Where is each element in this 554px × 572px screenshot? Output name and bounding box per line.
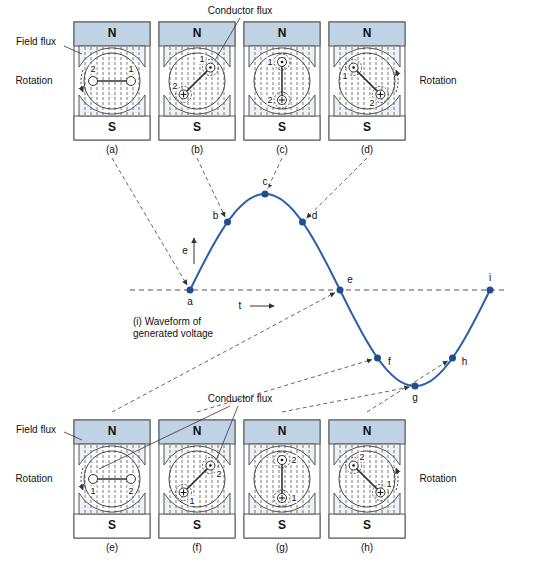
axis-label: e <box>182 245 188 257</box>
waveform-point <box>299 219 306 226</box>
conductor-number: 2 <box>215 469 222 479</box>
point-label: i <box>488 272 492 284</box>
conductor-number: 1 <box>266 57 273 67</box>
pole-label: N <box>278 425 287 439</box>
leader-line <box>112 158 187 285</box>
waveform-point <box>262 191 269 198</box>
panel-label: (d) <box>361 144 373 156</box>
point-label: h <box>461 356 469 368</box>
panel-label: (f) <box>192 542 201 554</box>
label-leader <box>99 406 230 469</box>
panel-label: (b) <box>191 144 203 156</box>
point-label: f <box>387 356 392 368</box>
point-label: d <box>311 210 319 222</box>
leader-line <box>367 361 447 412</box>
callout-label: Conductor flux <box>208 5 272 17</box>
conductor-number: 1 <box>342 71 349 81</box>
generator-panel <box>74 22 150 140</box>
callout-label: Field flux <box>16 36 56 48</box>
pole-label: N <box>278 27 287 41</box>
pole-label: S <box>363 519 371 533</box>
conductor-number: 2 <box>127 486 134 496</box>
leader-line <box>307 158 367 218</box>
panel-label: (e) <box>106 542 118 554</box>
conductor-number: 2 <box>172 81 179 91</box>
callout-label: Rotation <box>15 473 52 485</box>
pole-label: N <box>108 425 117 439</box>
panel-label: (g) <box>276 542 288 554</box>
label-leader <box>216 406 238 460</box>
point-label: b <box>212 210 220 222</box>
leader-line <box>268 158 282 189</box>
conductor-number: 2 <box>290 455 297 465</box>
generator-panel <box>329 420 405 538</box>
callout-label: Rotation <box>419 75 456 87</box>
leader-line <box>197 158 225 217</box>
pole-label: N <box>363 425 372 439</box>
conductor-number: 1 <box>189 496 196 506</box>
point-label: c <box>262 176 269 188</box>
label-leader <box>215 18 240 60</box>
generator-panel <box>159 22 235 140</box>
callout-label: Field flux <box>16 424 56 436</box>
conductor-number: 1 <box>127 64 134 74</box>
label-leader <box>64 46 82 54</box>
conductor-number: 1 <box>385 479 392 489</box>
conductor-number: 1 <box>290 493 297 503</box>
conductor-number: 2 <box>359 452 366 462</box>
voltage-waveform <box>190 194 490 386</box>
pole-label: N <box>193 425 202 439</box>
callout-label: Conductor flux <box>208 393 272 405</box>
conductor-number: 1 <box>198 54 205 64</box>
waveform-point <box>187 287 194 294</box>
point-label: a <box>186 296 194 308</box>
generator-panel <box>244 22 320 140</box>
point-label: e <box>346 274 354 286</box>
pole-label: S <box>278 121 286 135</box>
conductor-number: 2 <box>266 95 273 105</box>
leader-line <box>197 360 372 412</box>
waveform-point <box>449 354 456 361</box>
pole-label: N <box>108 27 117 41</box>
pole-label: S <box>363 121 371 135</box>
pole-label: S <box>278 519 286 533</box>
waveform-caption: (i) Waveform of generated voltage <box>133 316 225 339</box>
pole-label: S <box>108 121 116 135</box>
generator-panel <box>74 420 150 538</box>
panel-label: (h) <box>361 542 373 554</box>
leader-line <box>282 387 409 412</box>
callout-label: Rotation <box>15 75 52 87</box>
pole-label: S <box>108 519 116 533</box>
axis-label: t <box>239 300 242 312</box>
conductor-number: 2 <box>368 98 375 108</box>
generator-panel <box>159 420 235 538</box>
pole-label: N <box>363 27 372 41</box>
callout-label: Rotation <box>419 473 456 485</box>
generator-panel <box>329 22 405 140</box>
time-arrow <box>250 306 274 307</box>
waveform-point <box>374 354 381 361</box>
waveform-point <box>224 219 231 226</box>
waveform-point <box>337 287 344 294</box>
point-label: g <box>411 392 419 404</box>
voltage-arrow <box>194 238 195 264</box>
waveform-point <box>412 383 419 390</box>
panel-label: (a) <box>106 144 118 156</box>
pole-label: S <box>193 121 201 135</box>
conductor-number: 2 <box>89 64 96 74</box>
label-leader <box>64 432 82 440</box>
generator-panel <box>244 420 320 538</box>
panel-label: (c) <box>276 144 288 156</box>
pole-label: N <box>193 27 202 41</box>
pole-label: S <box>193 519 201 533</box>
leader-line <box>112 293 335 412</box>
waveform-point <box>487 287 494 294</box>
conductor-number: 1 <box>89 486 96 496</box>
